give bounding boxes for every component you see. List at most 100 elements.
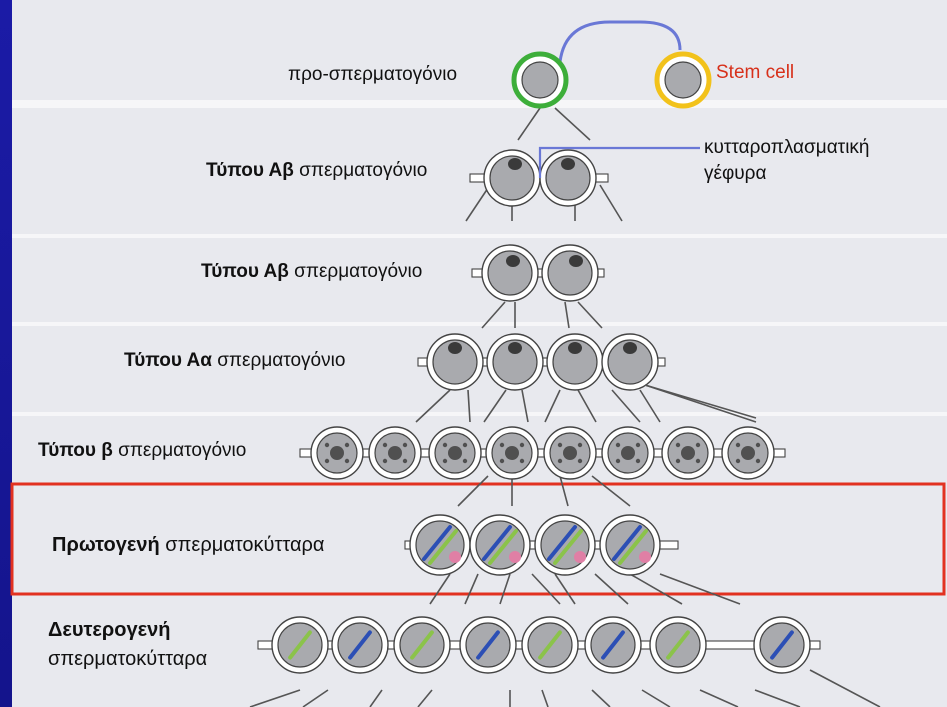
lineage-line [700,690,738,707]
lineage-line [370,690,382,707]
lineage-line [592,690,610,707]
chromatin-body [509,551,521,563]
row4-name: σπερματογόνιο [113,440,246,461]
lineage-line [542,690,548,707]
cell-nucleus [665,62,701,98]
chromatin-dot [403,443,407,447]
pro-spermatogonium-label: προ-σπερματογόνιο [288,64,457,86]
chromatin-dot [616,443,620,447]
chromatin-dot [520,459,524,463]
lineage-line [458,476,488,506]
lineage-line [430,574,450,604]
chromatin-dot [325,443,329,447]
chromatin-body [449,551,461,563]
chromatin-dot [578,443,582,447]
chromatin-dot [325,459,329,463]
nucleolus [568,342,582,354]
nucleolus [569,255,583,267]
row3-label: Τύπου Αα σπερματογόνιο [124,350,345,372]
panel-stripe [12,412,947,416]
chromatin-body [639,551,651,563]
chromatin-dot [676,443,680,447]
lineage-line [518,108,540,140]
lineage-line [810,670,880,707]
chromatin-dot [500,459,504,463]
stem-cell-label: Stem cell [716,62,794,84]
chromatin-clump [621,446,635,460]
chromatin-dot [463,443,467,447]
chromatin-dot [578,459,582,463]
nucleolus [623,342,637,354]
lineage-line [555,108,590,140]
lineage-line [545,390,560,422]
lineage-line [755,690,800,707]
row6-type: Δευτερογενή [48,619,170,641]
lineage-line [500,574,510,604]
bridge-label-line1: κυτταροπλασματική [704,137,869,159]
row6-name-label: σπερματοκύτταρα [48,648,207,671]
chromatin-dot [500,443,504,447]
row2-label: Τύπου Αβ σπερματογόνιο [201,261,422,283]
chromatin-dot [676,459,680,463]
lineage-line [612,390,640,422]
lineage-line [555,574,575,604]
lineage-line [303,690,328,707]
panel-stripe [12,234,947,238]
chromatin-dot [756,459,760,463]
chromatin-dot [403,459,407,463]
lineage-line [484,390,506,422]
chromatin-dot [443,443,447,447]
bridge-label-line2: γέφυρα [704,163,766,185]
nucleolus [448,342,462,354]
row1-name: σπερματογόνιο [294,160,427,181]
chromatin-dot [345,443,349,447]
panel-stripe [12,100,947,108]
lineage-line [642,690,670,707]
chromatin-clump [505,446,519,460]
nucleolus [508,342,522,354]
chromatin-clump [741,446,755,460]
lineage-line [418,690,432,707]
lineage-line [468,390,470,422]
lineage-line [660,574,740,604]
row1-label: Τύπου Αβ σπερματογόνιο [206,160,427,182]
chromatin-dot [696,459,700,463]
nucleolus [561,158,575,170]
chromatin-dot [520,443,524,447]
chromatin-clump [563,446,577,460]
lineage-line [416,390,450,422]
nucleolus [506,255,520,267]
lineage-line [600,185,622,221]
chromatin-clump [330,446,344,460]
chromatin-dot [345,459,349,463]
row2-type: Τύπου Αβ [201,261,289,282]
chromatin-clump [448,446,462,460]
lineage-line [465,574,478,604]
chromatin-dot [636,459,640,463]
chromatin-clump [388,446,402,460]
lineage-line [578,390,596,422]
chromatin-dot [558,443,562,447]
chromatin-dot [383,459,387,463]
row4-label: Τύπου β σπερματογόνιο [38,440,246,462]
row6-type-label: Δευτερογενή [48,619,170,642]
division-arrow [560,22,680,62]
row3-name: σπερματογόνιο [212,350,345,371]
lineage-line [592,476,630,506]
row2-name: σπερματογόνιο [289,261,422,282]
lineage-line [522,390,528,422]
cell-nucleus [522,62,558,98]
row4-type: Τύπου β [38,440,113,461]
lineage-line [595,574,628,604]
chromatin-dot [463,459,467,463]
nucleolus [508,158,522,170]
lineage-line [560,476,568,506]
row1-type: Τύπου Αβ [206,160,294,181]
chromatin-dot [443,459,447,463]
chromatin-dot [736,459,740,463]
chromatin-dot [696,443,700,447]
panel-stripe [12,322,947,326]
lineage-line [532,574,560,604]
lineage-line [250,690,300,707]
chromatin-clump [681,446,695,460]
